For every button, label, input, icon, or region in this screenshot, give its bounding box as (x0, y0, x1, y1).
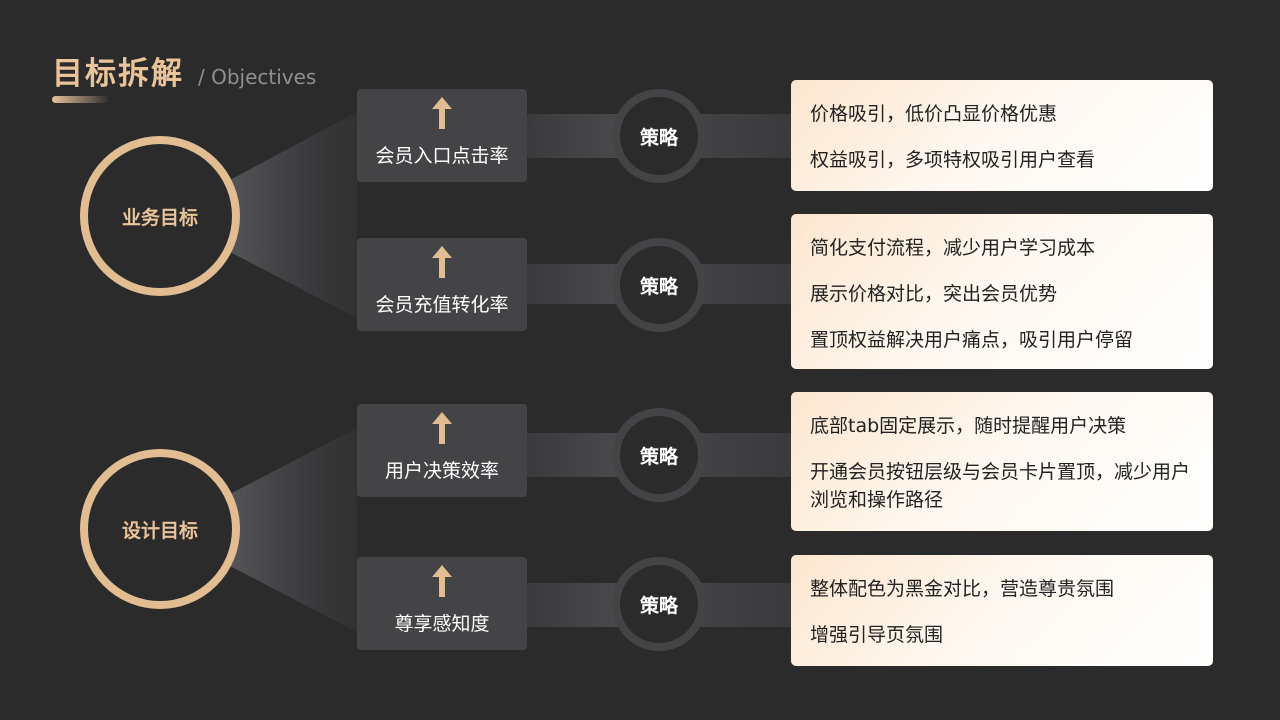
metric-box: 尊享感知度 (357, 557, 527, 650)
arrow-up-icon (432, 97, 452, 129)
goal-fan-connector (230, 112, 357, 318)
strategy-ring (612, 408, 706, 502)
goal-label-design: 设计目标 (121, 520, 198, 542)
strategy-label: 策略 (639, 595, 678, 617)
card-line: 增强引导页氛围 (810, 624, 944, 646)
card-line: 价格吸引，低价凸显价格优惠 (810, 103, 1058, 125)
card-line: 权益吸引，多项特权吸引用户查看 (810, 149, 1096, 171)
page-subtitle: / Objectives (198, 65, 317, 89)
card-line: 整体配色为黑金对比，营造尊贵氛围 (810, 578, 1115, 600)
strategy-card: 底部tab固定展示，随时提醒用户决策 开通会员按钮层级与会员卡片置顶，减少用户浏… (791, 392, 1213, 531)
strategy-card: 价格吸引，低价凸显价格优惠 权益吸引，多项特权吸引用户查看 (791, 80, 1213, 191)
strategy-card: 简化支付流程，减少用户学习成本 展示价格对比，突出会员优势 置顶权益解决用户痛点… (791, 214, 1213, 369)
card-line: 展示价格对比，突出会员优势 (810, 283, 1058, 305)
goal-ring (80, 136, 240, 296)
arrow-up-icon (432, 565, 452, 597)
strategy-ring (612, 89, 706, 183)
metric-box: 用户决策效率 (357, 404, 527, 497)
card-line: 简化支付流程，减少用户学习成本 (810, 237, 1096, 259)
strategy-ring (612, 238, 706, 332)
metric-box: 会员入口点击率 (357, 89, 527, 182)
arrow-up-icon (432, 412, 452, 444)
strategy-ring (612, 557, 706, 651)
page-header: 目标拆解 / Objectives (52, 48, 316, 93)
card-line: 置顶权益解决用户痛点，吸引用户停留 (810, 329, 1134, 351)
card-line: 底部tab固定展示，随时提醒用户决策 (810, 415, 1127, 437)
strategy-label: 策略 (639, 446, 678, 468)
metric-label: 尊享感知度 (394, 613, 490, 635)
goal-ring (80, 449, 240, 609)
page-title: 目标拆解 (52, 56, 184, 92)
goal-label-business: 业务目标 (121, 207, 198, 229)
title-underline (52, 96, 110, 103)
strategy-card: 整体配色为黑金对比，营造尊贵氛围 增强引导页氛围 (791, 555, 1213, 666)
metric-label: 会员入口点击率 (375, 145, 509, 167)
goal-fan-connector (230, 428, 357, 632)
metric-label: 用户决策效率 (384, 460, 499, 482)
arrow-up-icon (432, 246, 452, 278)
metric-label: 会员充值转化率 (375, 294, 509, 316)
strategy-label: 策略 (639, 276, 678, 298)
metric-box: 会员充值转化率 (357, 238, 527, 331)
strategy-label: 策略 (639, 127, 678, 149)
card-line: 开通会员按钮层级与会员卡片置顶，减少用户浏览和操作路径 (810, 461, 1191, 511)
